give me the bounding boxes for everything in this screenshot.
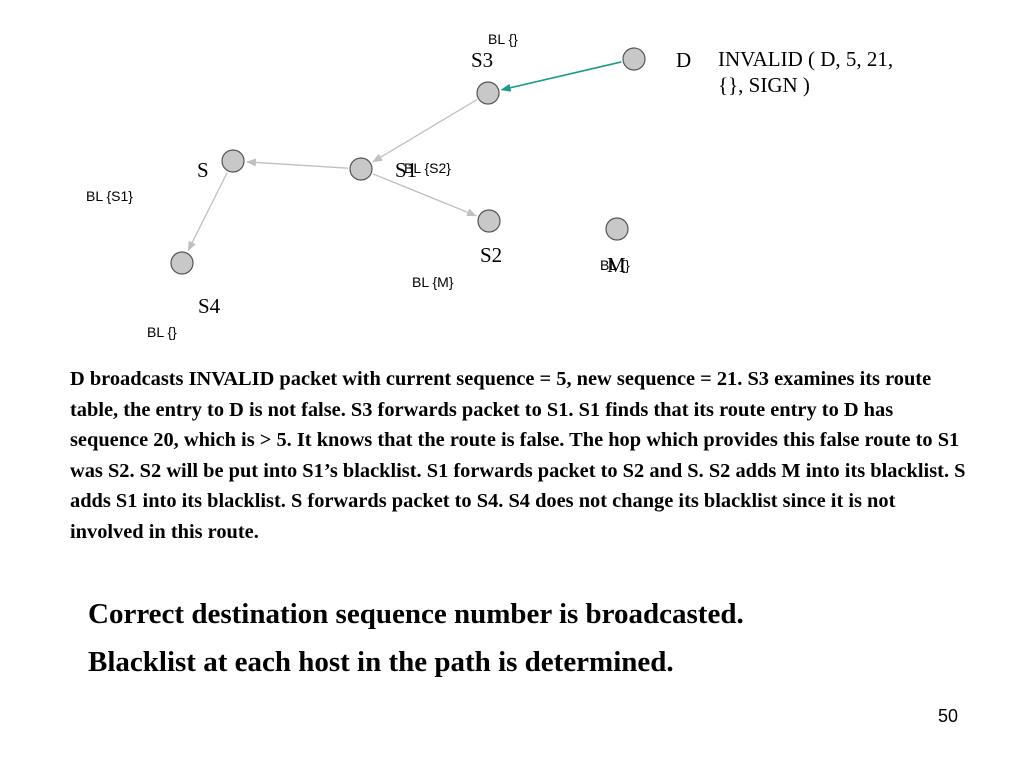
network-diagram bbox=[170, 47, 646, 275]
node-m bbox=[605, 217, 629, 241]
node-s3 bbox=[476, 81, 500, 105]
invalid-message-line1: INVALID ( D, 5, 21, bbox=[718, 47, 894, 71]
node-s4 bbox=[170, 251, 194, 275]
slide-number: 50 bbox=[938, 706, 959, 726]
edge-s1-to-s bbox=[245, 158, 349, 169]
edge-s1-to-s2 bbox=[372, 173, 477, 217]
node-label-s2: S2 bbox=[480, 243, 503, 267]
node-label-d: D bbox=[676, 48, 692, 72]
blacklist-label-s2: BL {M} bbox=[412, 274, 454, 290]
node-label-s4: S4 bbox=[198, 294, 221, 318]
node-s2 bbox=[477, 209, 501, 233]
edge-s-to-s4 bbox=[187, 172, 228, 252]
node-label-m: M bbox=[607, 253, 626, 277]
node-label-s1: S1 bbox=[395, 158, 418, 182]
node-label-s3: S3 bbox=[471, 48, 494, 72]
node-label-s: S bbox=[197, 158, 209, 182]
bullet-point: Correct destination sequence number is b… bbox=[88, 598, 744, 630]
invalid-message-line2: {}, SIGN ) bbox=[718, 73, 810, 97]
blacklist-label-s: BL {S1} bbox=[86, 188, 133, 204]
node-s bbox=[221, 149, 245, 173]
node-d bbox=[622, 47, 646, 71]
description-paragraph: D broadcasts INVALID packet with current… bbox=[70, 368, 966, 543]
node-s1 bbox=[349, 157, 373, 181]
blacklist-label-s3: BL {} bbox=[488, 31, 518, 47]
bullet-point: Blacklist at each host in the path is de… bbox=[88, 646, 674, 678]
edge-s3-to-s1 bbox=[372, 99, 478, 163]
blacklist-label-s4: BL {} bbox=[147, 324, 177, 340]
blacklist-label-m: BL {} bbox=[600, 257, 630, 273]
blacklist-label-s1: BL {S2} bbox=[404, 160, 451, 176]
edge-d-to-s3 bbox=[500, 61, 622, 92]
